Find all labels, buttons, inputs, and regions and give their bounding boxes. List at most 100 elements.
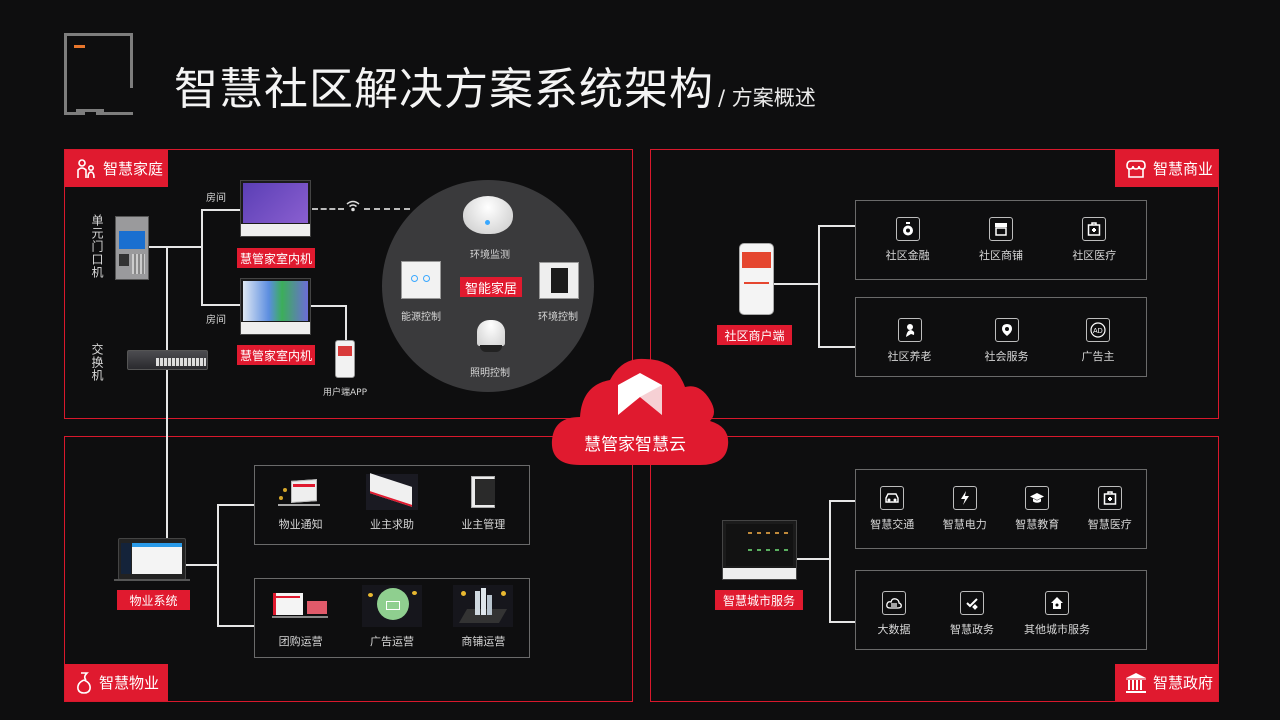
connector-line: [201, 304, 241, 306]
shop-operations-illustration-icon: [453, 585, 514, 627]
connector-line: [818, 346, 856, 348]
item-label: 智慧教育: [1015, 518, 1060, 531]
item-label: 智慧政务: [950, 623, 994, 636]
service-smart-education[interactable]: 智慧教育: [1015, 486, 1059, 532]
gavel-icon: [960, 591, 984, 615]
service-other-city[interactable]: 其他城市服务: [1022, 591, 1092, 637]
graduation-cap-icon: [1025, 486, 1050, 510]
service-smart-power[interactable]: 智慧电力: [943, 486, 987, 532]
city-service-label: 智慧城市服务: [715, 590, 803, 610]
unit-door-label: 单元门口机: [90, 214, 104, 279]
service-community-medical[interactable]: 社区医疗: [1072, 217, 1116, 263]
wifi-dashed-line: [364, 208, 410, 210]
logo-frame-right: [130, 33, 133, 88]
item-label: 业主管理: [461, 518, 506, 531]
network-switch-device: [127, 350, 208, 370]
shop-icon: [988, 217, 1013, 241]
room-label: 房间: [206, 193, 226, 204]
env-monitor-device: [463, 196, 513, 234]
panel-smart-business: [650, 149, 1219, 419]
connector-line: [818, 225, 856, 227]
connector-line: [166, 246, 168, 350]
connector-line: [201, 209, 241, 211]
item-label: 商铺运营: [461, 635, 506, 648]
header-logo-frame: [64, 33, 133, 115]
gov-services-box: 大数据 智慧政务 其他城市服务: [855, 570, 1147, 650]
help-document-icon: [365, 473, 418, 510]
wifi-icon: [346, 200, 360, 215]
env-monitor-label: 环境监测: [470, 250, 510, 261]
room-label: 房间: [206, 315, 226, 326]
service-owner-management[interactable]: 业主管理: [457, 474, 509, 532]
medical-kit-icon: [1082, 217, 1107, 241]
service-smart-transport[interactable]: 智慧交通: [870, 486, 914, 532]
service-community-shop[interactable]: 社区商铺: [979, 217, 1023, 263]
connector-line: [311, 305, 346, 307]
item-label: 智慧电力: [942, 518, 987, 531]
page-subtitle: / 方案概述: [718, 86, 816, 110]
lightning-icon: [952, 486, 977, 510]
service-ad-operations[interactable]: 广告运营: [361, 585, 422, 649]
location-pin-icon: [994, 318, 1019, 342]
connector-line: [345, 305, 347, 341]
item-label: 社会服务: [984, 350, 1029, 363]
item-label: 社区养老: [887, 350, 932, 363]
ad-operations-illustration-icon: [361, 585, 422, 627]
service-smart-medical[interactable]: 智慧医疗: [1088, 486, 1132, 532]
logo-frame-bottom: [64, 112, 85, 115]
indoor-unit-device: [240, 278, 311, 335]
tag-label: 智慧政府: [1153, 674, 1214, 692]
government-building-icon: [1126, 672, 1146, 693]
connector-line: [217, 504, 219, 627]
gov-services-box: 智慧交通 智慧电力 智慧教育 智慧医疗: [855, 469, 1147, 549]
service-big-data[interactable]: 大数据: [866, 591, 922, 637]
connector-line: [829, 500, 856, 502]
user-app-label: 用户端APP: [323, 388, 368, 398]
elderly-icon: [897, 318, 922, 342]
connector-line: [797, 558, 830, 560]
door-intercom-device: [115, 216, 149, 280]
tag-label: 智慧物业: [99, 674, 160, 692]
store-icon: [1126, 159, 1146, 178]
connector-line: [166, 370, 168, 538]
connector-line: [774, 283, 819, 285]
home-icon: [1045, 591, 1069, 615]
service-owner-help[interactable]: 业主求助: [365, 473, 418, 532]
cloud-label: 慧管家智慧云: [584, 435, 686, 455]
business-services-box: 社区金融 社区商铺 社区医疗: [855, 200, 1147, 280]
env-control-panel-device: [539, 262, 579, 299]
user-app-phone: [335, 340, 355, 378]
service-community-elderly[interactable]: 社区养老: [888, 318, 932, 364]
service-advertiser[interactable]: AD 广告主: [1082, 318, 1115, 364]
logo-frame-notch: [76, 109, 104, 112]
service-smart-government[interactable]: 智慧政务: [944, 591, 1000, 637]
service-social[interactable]: 社会服务: [985, 318, 1029, 364]
item-label: 物业通知: [278, 518, 323, 531]
connector-line: [217, 625, 255, 627]
laptop-base: [114, 579, 190, 581]
item-label: 社区医疗: [1072, 249, 1117, 262]
item-label: 业主求助: [369, 518, 414, 531]
panel-smart-gov: [650, 436, 1219, 702]
panel-smart-property: [64, 436, 633, 702]
service-community-finance[interactable]: 社区金融: [886, 217, 930, 263]
service-property-notice[interactable]: 物业通知: [275, 474, 327, 532]
notice-illustration-icon: [275, 474, 327, 510]
energy-control-label: 能源控制: [401, 312, 441, 323]
item-label: 广告主: [1081, 350, 1115, 363]
item-label: 其他城市服务: [1024, 623, 1090, 636]
logo-frame-bottom: [96, 112, 133, 115]
connector-line: [149, 246, 202, 248]
ad-icon: AD: [1086, 318, 1110, 342]
management-screen-icon: [457, 474, 509, 510]
money-bag-icon: [895, 217, 920, 241]
connector-line: [201, 209, 203, 305]
item-label: 智慧医疗: [1087, 518, 1132, 531]
indoor-unit-label: 慧管家室内机: [237, 345, 315, 365]
service-shop-operations[interactable]: 商铺运营: [453, 585, 514, 649]
merchant-phone-device: [739, 243, 774, 315]
item-label: 智慧交通: [870, 518, 915, 531]
panel-smart-home: [64, 149, 633, 419]
indoor-unit-label: 慧管家室内机: [237, 248, 315, 268]
service-group-buy[interactable]: 团购运营: [271, 585, 331, 649]
